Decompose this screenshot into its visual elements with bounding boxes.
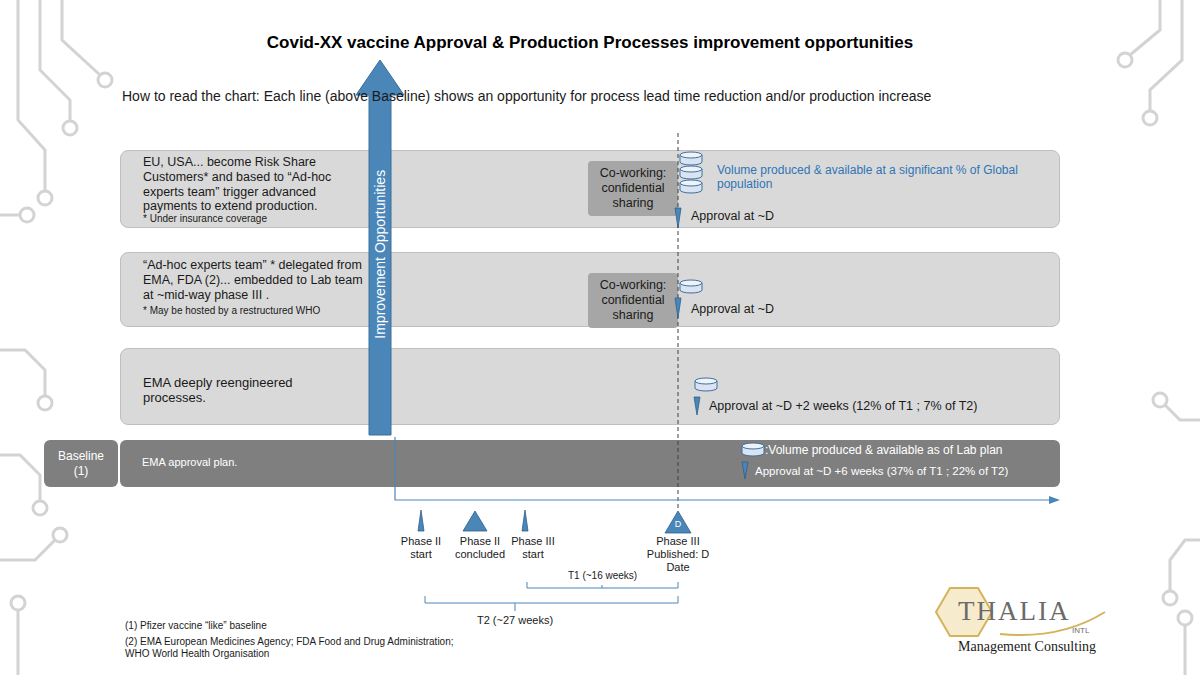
- circuit-dot: [1163, 591, 1177, 605]
- circuit-dot: [1178, 611, 1192, 625]
- circuit-dot: [63, 121, 77, 135]
- band-note: Volume produced & available at a signifi…: [717, 163, 1047, 191]
- milestone-label: Phase II start: [399, 535, 443, 561]
- circuit-line: [62, 0, 100, 75]
- band-note: Approval at ~D +2 weeks (12% of T1 ; 7% …: [709, 399, 1049, 414]
- circuit-dot: [53, 528, 67, 542]
- circuit-line: [1150, 0, 1182, 110]
- opportunity-band: Co-working: confidential sharing EU, USA.…: [120, 150, 1060, 228]
- time-bracket: [515, 603, 516, 611]
- period-label: T2 (~27 weeks): [465, 614, 565, 627]
- band-note: Approval at ~D +6 weeks (37% of T1 ; 22%…: [755, 465, 1055, 479]
- circuit-line: [0, 214, 20, 217]
- box-text: Co-working: confidential sharing: [593, 278, 673, 322]
- time-bracket: [425, 596, 678, 603]
- reading-note: How to read the chart: Each line (above …: [122, 88, 1102, 105]
- circuit-dot: [38, 191, 52, 205]
- circuit-line: [0, 350, 45, 395]
- milestone-triangle: [463, 511, 487, 531]
- band-note: * May be hosted by a restructured WHO: [143, 305, 373, 317]
- opportunity-band: EMA deeply reengineered processes. Approv…: [120, 348, 1060, 425]
- logo-name: THALIA: [958, 596, 1070, 628]
- opportunity-band: Co-working: confidential sharing “Ad-hoc …: [120, 252, 1060, 327]
- time-bracket: [527, 582, 678, 588]
- baseline-band: EMA approval plan. :Volume produced & ava…: [120, 440, 1060, 487]
- circuit-dot: [11, 596, 25, 610]
- time-bracket: [602, 585, 603, 588]
- milestone-triangle: [665, 511, 691, 533]
- band-text: “Ad-hoc experts team” * delegated from E…: [143, 258, 371, 302]
- milestone-label: Phase III Published: D Date: [644, 535, 712, 574]
- period-label: T1 (~16 weeks): [568, 570, 658, 582]
- coworking-box: Co-working: confidential sharing: [588, 273, 678, 328]
- logo-suffix: INTL: [1072, 626, 1089, 635]
- band-note: Approval at ~D: [691, 209, 821, 224]
- footnote: (2) EMA European Medicines Agency; FDA F…: [125, 636, 455, 660]
- band-text: EMA approval plan.: [142, 456, 342, 469]
- circuit-line: [1130, 0, 1160, 55]
- logo-tagline: Management Consulting: [958, 639, 1096, 656]
- milestone-needle: [418, 510, 424, 531]
- title: Covid-XX vaccine Approval & Production P…: [140, 33, 1040, 53]
- circuit-dot: [1118, 53, 1132, 67]
- circuit-dots: [11, 53, 1192, 625]
- circuit-line: [0, 455, 40, 500]
- band-note: :Volume produced & available as of Lab p…: [765, 443, 1055, 457]
- brackets: [425, 582, 678, 611]
- band-text: EU, USA... become Risk Share Customers* …: [143, 155, 368, 214]
- milestone-label: Phase III start: [510, 535, 556, 561]
- circuit-line: [1170, 540, 1200, 590]
- band-text: EMA deeply reengineered processes.: [143, 375, 323, 406]
- circuit-line: [17, 610, 20, 675]
- coworking-box: Co-working: confidential sharing: [588, 161, 678, 216]
- circuit-line: [1165, 405, 1200, 420]
- box-text: Baseline (1): [55, 449, 107, 477]
- logo-mark: [936, 588, 1105, 636]
- arrow-label: Improvement Opportunities: [372, 104, 389, 404]
- timeline-arrowhead: [1049, 496, 1060, 504]
- band-note: * Under insurance coverage: [143, 213, 373, 225]
- footnote: (1) Pfizer vaccine “like” baseline: [125, 620, 545, 632]
- milestone-letter: D: [671, 519, 685, 530]
- milestone-label: Phase II concluded: [450, 535, 510, 561]
- circuit-dot: [33, 501, 47, 515]
- baseline-tag: Baseline (1): [44, 440, 118, 487]
- circuit-dot: [98, 73, 112, 87]
- circuit-line: [1184, 625, 1187, 675]
- circuit-dot: [1153, 393, 1167, 407]
- milestone-needle: [522, 510, 528, 531]
- circuit-line: [40, 0, 70, 120]
- box-text: Co-working: confidential sharing: [593, 166, 673, 210]
- circuit-line: [0, 540, 55, 560]
- circuit-dot: [1143, 111, 1157, 125]
- band-note: Approval at ~D: [691, 302, 821, 317]
- circuit-dot: [20, 208, 34, 222]
- circuit-dot: [38, 396, 52, 410]
